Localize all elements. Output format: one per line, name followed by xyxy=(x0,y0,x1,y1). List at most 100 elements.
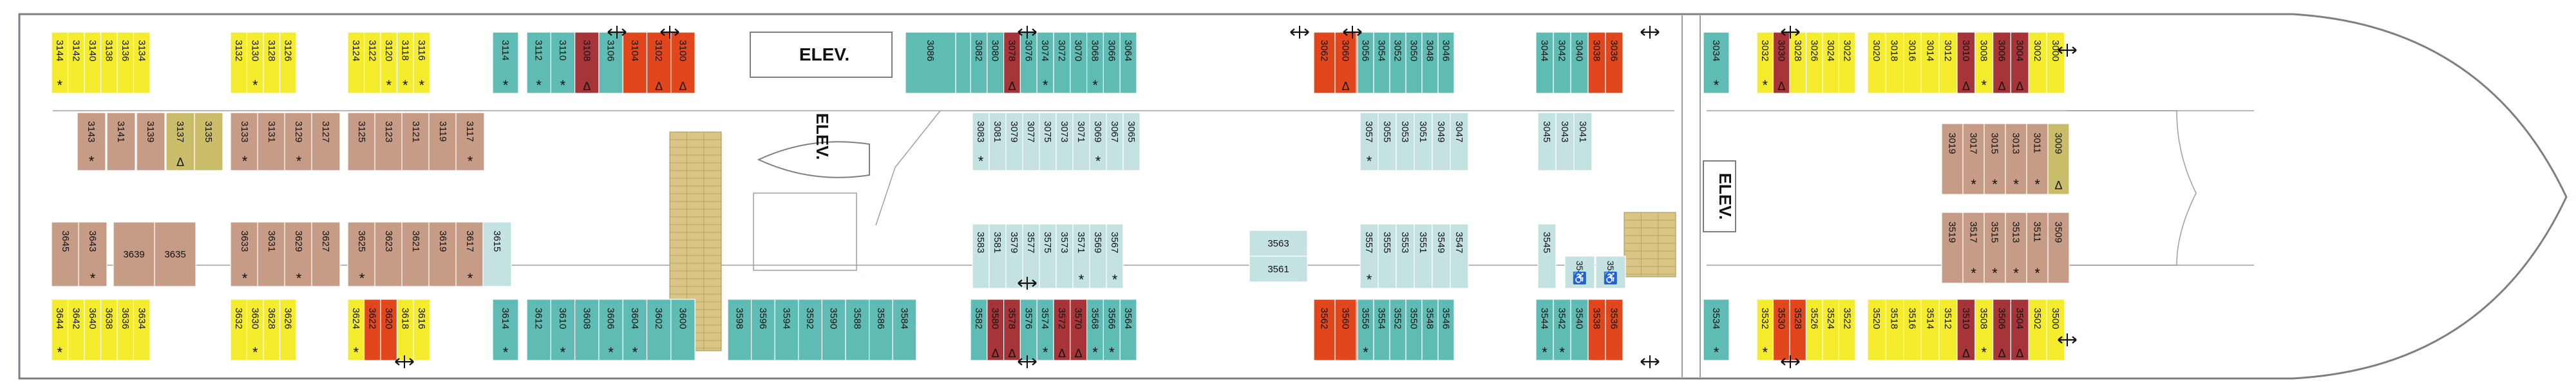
cabin-3544[interactable]: 3544* xyxy=(1535,299,1554,361)
cabin-3534[interactable]: 3534* xyxy=(1703,299,1730,361)
cabin-3579[interactable]: 3579 xyxy=(1005,223,1023,289)
cabin-3138[interactable]: 3138 xyxy=(100,32,118,94)
cabin-3616[interactable]: 3616 xyxy=(413,299,431,361)
cabin-3600[interactable]: 3600 xyxy=(670,299,696,361)
cabin-3062[interactable]: 3062 xyxy=(1313,32,1336,94)
cabin-3055[interactable]: 3055 xyxy=(1378,112,1397,171)
cabin-3574[interactable]: 3574* xyxy=(1036,299,1054,361)
cabin-3086[interactable]: 3086 xyxy=(905,32,956,94)
cabin-3034[interactable]: 3034* xyxy=(1703,32,1730,94)
cabin-3079[interactable]: 3079 xyxy=(1005,112,1023,171)
cabin-3049[interactable]: 3049 xyxy=(1432,112,1451,171)
cabin-3626[interactable]: 3626 xyxy=(279,299,297,361)
cabin-3508[interactable]: 3508* xyxy=(1975,299,1994,361)
cabin-3632[interactable]: 3632 xyxy=(230,299,248,361)
cabin-3026[interactable]: 3026 xyxy=(1805,32,1823,94)
cabin-3548[interactable]: 3548 xyxy=(1421,299,1439,361)
cabin-3124[interactable]: 3124 xyxy=(347,32,365,94)
cabin-3620[interactable]: 3620 xyxy=(380,299,398,361)
cabin-3020[interactable]: 3020 xyxy=(1867,32,1886,94)
cabin-3602[interactable]: 3602 xyxy=(646,299,672,361)
cabin-3130[interactable]: 3130* xyxy=(246,32,264,94)
cabin-3136[interactable]: 3136 xyxy=(117,32,135,94)
cabin-3500[interactable]: 3500 xyxy=(2046,299,2065,361)
cabin-3634[interactable]: 3634 xyxy=(133,299,151,361)
cabin-3014[interactable]: 3014 xyxy=(1920,32,1940,94)
cabin-3128[interactable]: 3128 xyxy=(263,32,281,94)
cabin-3642[interactable]: 3642 xyxy=(67,299,85,361)
cabin-3121[interactable]: 3121 xyxy=(401,112,431,171)
cabin-3129[interactable]: 3129* xyxy=(284,112,314,171)
cabin-3560[interactable]: 3560 xyxy=(1334,299,1357,361)
cabin-3052[interactable]: 3052 xyxy=(1389,32,1406,94)
cabin-3553[interactable]: 3553 xyxy=(1396,223,1415,289)
cabin-3555[interactable]: 3555 xyxy=(1378,223,1397,289)
cabin-3110[interactable]: 3110* xyxy=(550,32,576,94)
cabin-3614[interactable]: 3614* xyxy=(492,299,519,361)
cabin-3065[interactable]: 3065 xyxy=(1122,112,1141,171)
cabin-3542[interactable]: 3542* xyxy=(1553,299,1571,361)
cabin-3549[interactable]: 3549 xyxy=(1432,223,1451,289)
cabin-3540[interactable]: 3540 xyxy=(1570,299,1589,361)
cabin-3126[interactable]: 3126 xyxy=(279,32,297,94)
cabin-3592[interactable]: 3592 xyxy=(798,299,823,361)
cabin-3139[interactable]: 3139 xyxy=(136,112,166,171)
cabin-3588[interactable]: 3588 xyxy=(845,299,870,361)
cabin-3132[interactable]: 3132 xyxy=(230,32,248,94)
cabin-3617[interactable]: 3617* xyxy=(455,221,485,287)
cabin-3608[interactable]: 3608 xyxy=(574,299,600,361)
cabin-3080[interactable]: 3080 xyxy=(987,32,1005,94)
cabin-3032[interactable]: 3032* xyxy=(1756,32,1774,94)
cabin-3047[interactable]: 3047 xyxy=(1450,112,1469,171)
cabin-3057[interactable]: 3057* xyxy=(1359,112,1379,171)
cabin-3628[interactable]: 3628 xyxy=(263,299,281,361)
cabin-3586[interactable]: 3586 xyxy=(868,299,893,361)
cabin-3640[interactable]: 3640 xyxy=(84,299,102,361)
cabin-3012[interactable]: 3012 xyxy=(1938,32,1958,94)
cabin-3140[interactable]: 3140 xyxy=(84,32,102,94)
cabin-3526[interactable]: 3526 xyxy=(1805,299,1823,361)
cabin-3522[interactable]: 3522 xyxy=(1838,299,1856,361)
cabin-3041[interactable]: 3041 xyxy=(1573,112,1593,171)
cabin-3131[interactable]: 3131 xyxy=(257,112,287,171)
cabin-3550[interactable]: 3550 xyxy=(1405,299,1423,361)
cabin-3619[interactable]: 3619 xyxy=(428,221,458,287)
cabin-3135[interactable]: 3135 xyxy=(194,112,223,171)
cabin-3573[interactable]: 3573 xyxy=(1056,223,1074,289)
cabin-3502[interactable]: 3502 xyxy=(2028,299,2047,361)
cabin-3054[interactable]: 3054 xyxy=(1373,32,1390,94)
cabin-3635[interactable]: 3635 xyxy=(154,221,196,287)
cabin-3571[interactable]: 3571* xyxy=(1072,223,1090,289)
cabin-3044[interactable]: 3044 xyxy=(1535,32,1554,94)
cabin-3144[interactable]: 3144* xyxy=(51,32,69,94)
cabin-3040[interactable]: 3040 xyxy=(1570,32,1589,94)
cabin-3532[interactable]: 3532* xyxy=(1756,299,1774,361)
cabin-3046[interactable]: 3046 xyxy=(1437,32,1455,94)
cabin-3520[interactable]: 3520 xyxy=(1867,299,1886,361)
cabin-3064[interactable]: 3064 xyxy=(1119,32,1137,94)
cabin-3008[interactable]: 3008* xyxy=(1975,32,1994,94)
cabin-3551[interactable]: 3551 xyxy=(1414,223,1433,289)
cabin-3598[interactable]: 3598 xyxy=(727,299,752,361)
cabin-3643[interactable]: 3643* xyxy=(78,221,108,287)
cabin-3018[interactable]: 3018 xyxy=(1885,32,1904,94)
cabin-3524[interactable]: 3524 xyxy=(1822,299,1840,361)
cabin-3621[interactable]: 3621 xyxy=(401,221,431,287)
cabin-3073[interactable]: 3073 xyxy=(1056,112,1074,171)
cabin-3582[interactable]: 3582 xyxy=(970,299,988,361)
cabin-3017[interactable]: 3017* xyxy=(1962,123,1985,195)
cabin-3104[interactable]: 3104 xyxy=(622,32,648,94)
cabin-3512[interactable]: 3512 xyxy=(1938,299,1958,361)
cabin-3056[interactable]: 3056 xyxy=(1357,32,1374,94)
cabin-3615[interactable]: 3615 xyxy=(482,221,512,287)
